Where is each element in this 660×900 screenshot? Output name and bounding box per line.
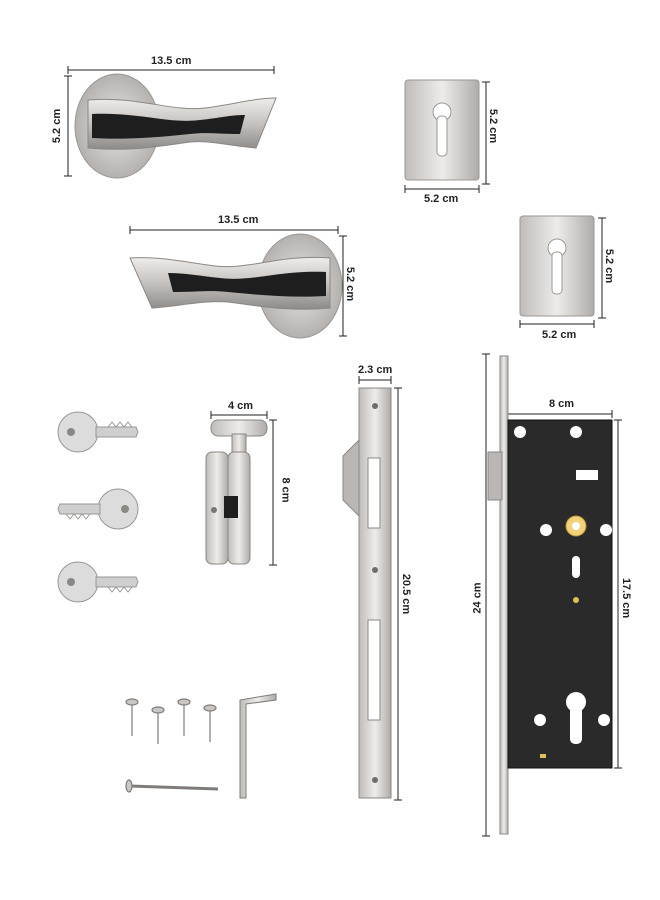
allen-key <box>239 693 277 799</box>
lever-handle-top <box>74 73 277 179</box>
screws <box>125 698 219 793</box>
thumbturn-cylinder <box>205 419 268 565</box>
handle-top-width-label: 13.5 cm <box>151 55 192 67</box>
handle-top-height-label: 5.2 cm <box>51 108 64 144</box>
lockbody-total-height-label: 24 cm <box>471 582 484 614</box>
dimension-lines <box>64 66 622 837</box>
strike-plate <box>342 387 392 799</box>
key-2 <box>57 488 139 530</box>
strike-width-label: 2.3 cm <box>358 364 393 376</box>
key-3 <box>57 561 139 603</box>
lockbody-case-height-label: 17.5 cm <box>620 577 633 619</box>
key-1 <box>57 411 139 453</box>
lockbody-width-label: 8 cm <box>549 398 575 410</box>
cylinder-height-label: 8 cm <box>279 477 292 503</box>
handle-mid-width-label: 13.5 cm <box>218 214 259 226</box>
escutcheon-mid-height-label: 5.2 cm <box>603 248 616 284</box>
cylinder-width-label: 4 cm <box>228 400 254 412</box>
escutcheon-mid <box>519 215 595 317</box>
handle-mid-height-label: 5.2 cm <box>344 266 357 302</box>
lever-handle-mid <box>129 233 343 339</box>
strike-height-label: 20.5 cm <box>400 573 413 615</box>
escutcheon-mid-width-label: 5.2 cm <box>542 329 577 341</box>
escutcheon-top-height-label: 5.2 cm <box>487 108 500 144</box>
escutcheon-top <box>404 79 480 181</box>
escutcheon-top-width-label: 5.2 cm <box>424 193 459 205</box>
mortise-lock-body <box>487 355 613 835</box>
